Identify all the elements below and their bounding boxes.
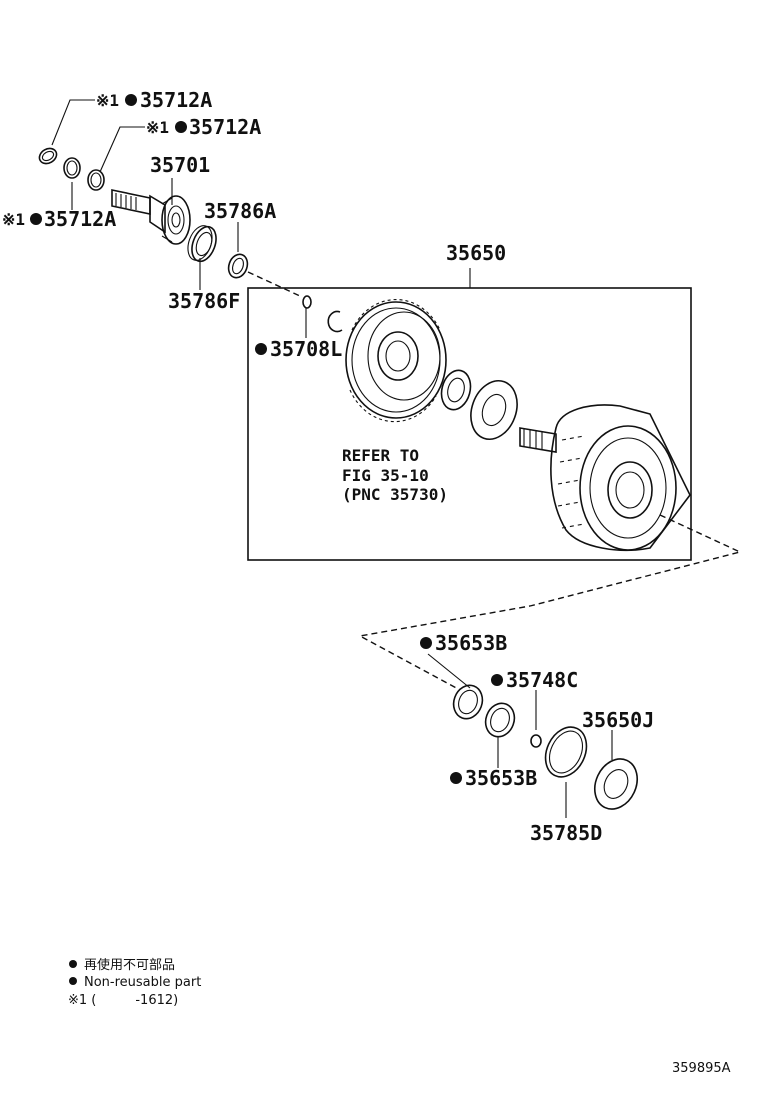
non-reusable-dot: [450, 772, 462, 784]
label-35653b-top: 35653B: [435, 631, 507, 655]
refer-note-line-1: REFER TO: [342, 446, 419, 465]
thrust-washer-35650j: [594, 758, 638, 810]
clutch-gear-assembly: [345, 298, 447, 423]
legend-non-reusable-en: Non-reusable part: [84, 975, 201, 990]
label-35712a-2: 35712A: [189, 115, 261, 139]
non-reusable-dot: [175, 121, 187, 133]
ring-35786a: [227, 253, 249, 279]
label-35712a-3-mark: ※1: [2, 210, 25, 229]
snap-ring-35712a-2: [87, 169, 105, 191]
leader-35653b-top: [427, 653, 471, 689]
refer-note-line-2: FIG 35-10: [342, 466, 429, 485]
figure-reference: 359895A: [672, 1061, 731, 1076]
leader-35712a-2: [99, 126, 145, 173]
alignment-line-upper: [247, 271, 301, 297]
o-ring-35748c: [530, 734, 542, 748]
label-35748c: 35748C: [506, 668, 578, 692]
non-reusable-dot: [255, 343, 267, 355]
label-35653b-bottom: 35653B: [465, 766, 537, 790]
non-reusable-dot: [491, 674, 503, 686]
legend-note-1: ※1 ( -1612): [68, 993, 178, 1008]
legend-dot: [69, 960, 77, 968]
o-ring-35708l: [302, 295, 312, 309]
label-35785d: 35785D: [530, 821, 602, 845]
non-reusable-dot: [125, 94, 137, 106]
label-35786a: 35786A: [204, 199, 276, 223]
thrust-washer-35786f: [187, 225, 217, 263]
thrust-race: [470, 380, 518, 440]
snap-ring-c: [327, 310, 343, 333]
label-35786f: 35786F: [168, 289, 240, 313]
label-35712a-2-mark: ※1: [146, 118, 169, 137]
refer-note-line-3: (PNC 35730): [342, 485, 448, 504]
seal-ring-35653b-top: [452, 684, 484, 720]
clutch-drum-assembly: [519, 404, 691, 551]
legend-non-reusable-jp: 再使用不可部品: [84, 957, 175, 973]
label-35701: 35701: [150, 153, 210, 177]
needle-bearing: [440, 369, 472, 411]
snap-ring-35785d: [544, 726, 588, 778]
snap-ring-35712a-1: [38, 147, 58, 165]
label-35650: 35650: [446, 241, 506, 265]
non-reusable-dot: [420, 637, 432, 649]
label-35712a-1: 35712A: [140, 88, 212, 112]
label-35712a-3: 35712A: [44, 207, 116, 231]
label-35708l: 35708L: [270, 337, 342, 361]
legend-dot: [69, 977, 77, 985]
assembly-box-35650: [247, 287, 692, 561]
alignment-line-right: [357, 514, 743, 691]
label-35650j: 35650J: [582, 708, 654, 732]
output-shaft-35701: [111, 189, 191, 245]
label-35712a-1-mark: ※1: [96, 91, 119, 110]
leader-35712a-1: [51, 99, 95, 146]
snap-ring-35712a-3: [63, 157, 81, 179]
non-reusable-dot: [30, 213, 42, 225]
seal-ring-35653b-bottom: [484, 702, 516, 738]
